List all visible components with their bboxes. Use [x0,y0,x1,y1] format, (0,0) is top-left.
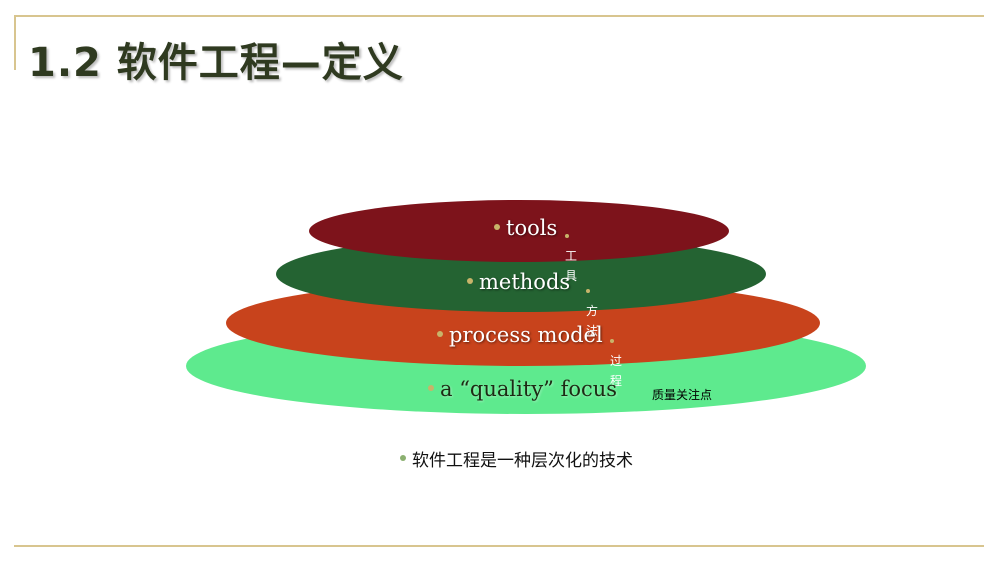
bullet-icon [586,288,590,293]
left-rule [14,15,16,70]
bullet-icon [428,384,434,391]
methods-note-text: 方法 [586,304,599,338]
bullet-icon [467,277,473,284]
bullet-icon [494,223,500,230]
top-rule [14,15,984,17]
footer-text: 软件工程是一种层次化的技术 [400,446,633,471]
process-model-note-text: 过程 [610,354,623,388]
tools-label: tools [494,216,557,240]
slide-title: 1.2 软件工程—定义 [28,40,404,86]
methods-label: methods [467,270,570,294]
methods-note: 方法 [586,281,600,341]
tools-note: 工具 [565,226,579,286]
process-model-label-text: process model [449,323,603,347]
quality-focus-label-text: a “quality” focus [440,377,618,401]
process-model-label: process model [437,323,603,347]
bottom-rule [14,545,984,547]
layer-tools [309,200,729,262]
bullet-icon [400,455,406,461]
tools-note-text: 工具 [565,249,578,283]
methods-label-text: methods [479,270,571,294]
process-model-note: 过程 [610,331,624,391]
footer-text-content: 软件工程是一种层次化的技术 [412,451,633,471]
quality-focus-label: a “quality” focus [428,377,617,401]
bullet-icon [565,233,569,238]
tools-label-text: tools [506,216,558,240]
bullet-icon [437,330,443,337]
quality-focus-note: 质量关注点 [652,388,713,402]
bullet-icon [610,338,614,343]
